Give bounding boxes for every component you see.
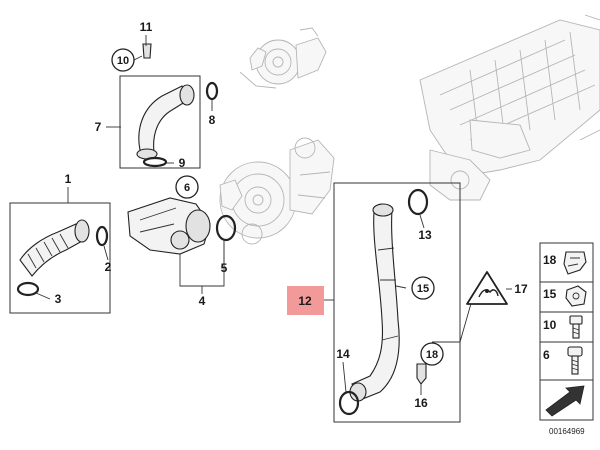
- orientation-arrow-icon: [545, 385, 585, 417]
- intake-manifold-illustration: [419, 14, 600, 201]
- screw-icon: [567, 346, 583, 375]
- ring-2-shape: [95, 225, 109, 247]
- callout-4: 4: [199, 294, 206, 308]
- ring-13-shape: [407, 188, 429, 216]
- callout-1: 1: [65, 172, 72, 186]
- callout-3: 3: [55, 292, 62, 306]
- upper-turbocharger-illustration: [239, 27, 327, 89]
- lower-turbocharger-illustration: [219, 137, 335, 245]
- callout-6: 6: [184, 182, 190, 194]
- legend-label-18: 18: [543, 253, 557, 267]
- callout-12-highlight: [287, 286, 324, 315]
- legend-label-6: 6: [543, 348, 550, 362]
- callout-12: 12: [298, 294, 312, 308]
- callout-18-circle: [420, 342, 444, 366]
- sensor-11-shape: [142, 43, 152, 59]
- group-box-7: [119, 75, 201, 169]
- intake-hose-1: [19, 219, 90, 277]
- callout-16: 16: [414, 396, 428, 410]
- legend-label-10: 10: [543, 318, 557, 332]
- callout-10: 10: [117, 55, 129, 67]
- o-ring-8-shape: [205, 81, 219, 101]
- fastener-16-shape: [416, 363, 427, 385]
- callout-9: 9: [179, 156, 186, 170]
- upper-charge-pipe: [136, 84, 195, 160]
- leader-lines: [35, 35, 512, 395]
- callout-17: 17: [514, 282, 528, 296]
- callout-7: 7: [95, 120, 102, 134]
- warning-triangle-icon: [466, 271, 508, 305]
- legend-panel: [539, 242, 594, 421]
- clamp-icon: [565, 285, 587, 307]
- ring-5-shape: [215, 214, 237, 242]
- callout-5: 5: [221, 261, 228, 275]
- charge-air-pipe-12: [349, 203, 400, 402]
- callout-8: 8: [209, 113, 216, 127]
- callout-15: 15: [417, 283, 429, 295]
- clip-icon: [563, 251, 587, 275]
- charge-air-connector: [127, 197, 211, 255]
- callout-15-circle: [411, 276, 435, 300]
- ring-14-shape: [338, 390, 360, 416]
- callout-13: 13: [418, 228, 432, 242]
- legend-label-15: 15: [543, 287, 557, 301]
- callout-10-circle: [111, 48, 135, 72]
- callout-6-circle: [175, 175, 199, 199]
- callout-18: 18: [426, 349, 438, 361]
- diagram-reference-code: 00164969: [549, 427, 585, 436]
- ring-3-shape: [16, 281, 40, 297]
- callout-14: 14: [336, 347, 350, 361]
- group-box-12: [333, 182, 461, 423]
- o-ring-9-shape: [142, 156, 168, 168]
- callout-11: 11: [140, 20, 153, 34]
- bolt-icon: [569, 315, 583, 339]
- callout-2: 2: [105, 260, 112, 274]
- group-box-1: [9, 202, 111, 314]
